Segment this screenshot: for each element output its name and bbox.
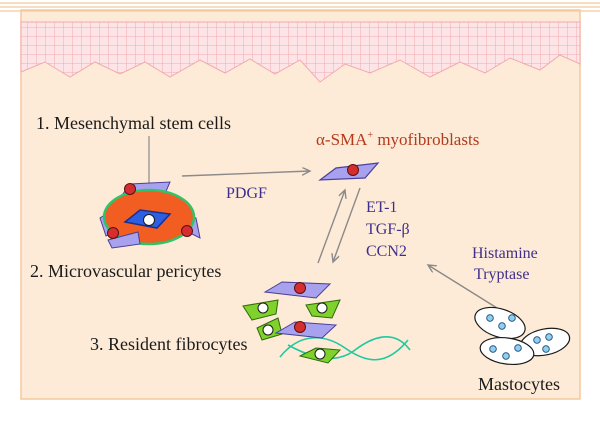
fibrocyte-nucleus — [316, 302, 328, 314]
arrow-myofibroblast-to-fibrocytes — [333, 187, 361, 262]
label-microvascular-pericytes: 2. Microvascular pericytes — [30, 261, 222, 281]
arrow-fibrocytes-to-myofibroblast — [317, 190, 345, 264]
fibrocyte-nucleus — [257, 302, 269, 314]
epithelium-layer — [20, 21, 581, 83]
pericyte-cell — [107, 231, 141, 249]
pericyte-nucleus — [124, 183, 136, 195]
stem-cell-nucleus — [143, 214, 155, 226]
mastocytes-cluster — [474, 306, 571, 366]
label-myofibroblasts-prefix: α-SMA — [316, 130, 368, 149]
mastocyte — [479, 336, 535, 366]
label-ccn2: CCN2 — [366, 243, 407, 260]
microvessel — [99, 181, 201, 249]
fibrocyte-purple — [274, 321, 338, 339]
label-histamine: Histamine — [472, 245, 538, 262]
mastocyte-granules — [486, 314, 553, 360]
label-pdgf: PDGF — [226, 185, 267, 202]
fibrocyte-nucleus — [262, 324, 274, 336]
label-resident-fibrocytes: 3. Resident fibrocytes — [90, 334, 248, 354]
arrow-msc-to-myofibroblast — [181, 171, 310, 177]
label-myofibroblasts-sup: + — [367, 130, 374, 141]
pericyte-nucleus — [181, 225, 193, 237]
arrow-mastocytes-to-mediators — [428, 265, 498, 309]
top-border-stripes — [0, 2, 600, 12]
label-myofibroblasts: α-SMA+ myofibroblasts — [316, 130, 480, 149]
label-et1: ET-1 — [366, 199, 398, 216]
label-mesenchymal-stem-cells: 1. Mesenchymal stem cells — [36, 113, 231, 133]
label-tryptase: Tryptase — [474, 266, 530, 283]
myofibroblast-nucleus — [347, 164, 359, 176]
collagen-fiber — [279, 337, 409, 361]
fibrocyte-nucleus — [294, 282, 306, 294]
label-myofibroblasts-suffix: myofibroblasts — [373, 130, 480, 149]
fibrocytes-cluster — [242, 281, 411, 364]
myofibroblast — [318, 162, 380, 181]
label-tgfb: TGF-β — [366, 221, 410, 238]
fibrocyte-nucleus — [294, 321, 306, 333]
label-mastocytes: Mastocytes — [478, 374, 560, 394]
fibrocyte-nucleus — [314, 348, 326, 360]
pericyte-nucleus — [107, 227, 119, 239]
